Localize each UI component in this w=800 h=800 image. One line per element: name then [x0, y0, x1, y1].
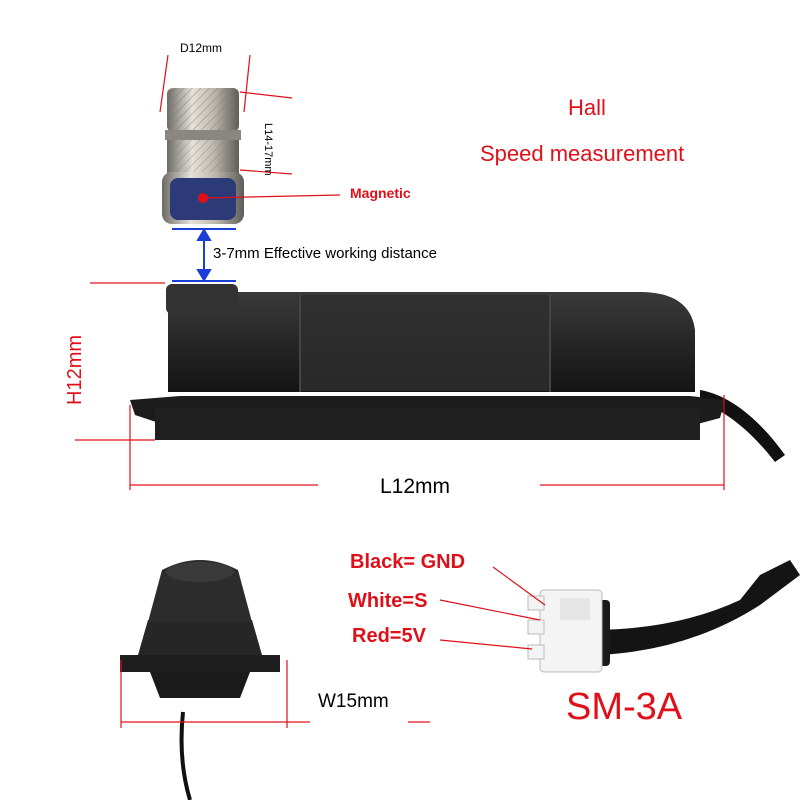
- wire-label-white: White=S: [348, 590, 428, 612]
- wire-label-red: Red=5V: [352, 625, 426, 647]
- magnetic-label: Magnetic: [350, 185, 411, 201]
- magnet-length-label: L14-17mm: [262, 123, 274, 176]
- distance-arrow: [172, 228, 236, 282]
- connector-icon: [527, 560, 800, 673]
- sensor-side-view: [120, 560, 280, 800]
- height-label: H12mm: [64, 334, 86, 405]
- hall-sensor-icon: [130, 284, 785, 462]
- width-label: W15mm: [318, 691, 389, 712]
- magnet-dimension-lines: [159, 54, 341, 199]
- header-title-speed: Speed measurement: [480, 141, 685, 166]
- distance-label: 3-7mm Effective working distance: [213, 245, 437, 262]
- magnet-diameter-label: D12mm: [180, 41, 223, 55]
- width-dimension-lines: [120, 660, 430, 728]
- wire-label-black: Black= GND: [350, 551, 466, 573]
- sensor-dimension-lines: [75, 282, 725, 490]
- magnet-icon: [162, 88, 244, 224]
- model-label: SM-3A: [566, 686, 683, 728]
- length-label: L12mm: [380, 475, 451, 498]
- wire-pointer-lines: [439, 566, 546, 650]
- header-title-hall: Hall: [568, 95, 606, 120]
